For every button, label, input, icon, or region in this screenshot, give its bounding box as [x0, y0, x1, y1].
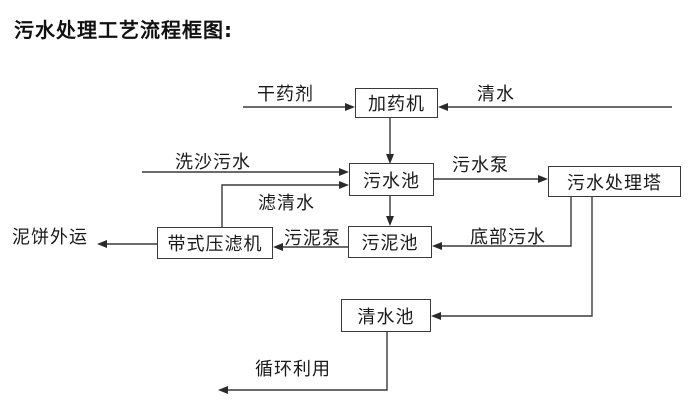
label-filtered-water: 滤清水: [258, 193, 315, 214]
edge-filtered-water: [221, 181, 349, 227]
edge-dosing-to-sewage-pool: [386, 118, 394, 164]
label-sludge-pump: 污泥泵: [284, 228, 341, 249]
edge-tower-to-clear-water-pool: [431, 197, 593, 320]
edge-clear-water: [438, 103, 672, 111]
label-sewage-pump: 污水泵: [452, 155, 509, 176]
edge-mud-cake-out: [97, 240, 157, 248]
page-title: 污水处理工艺流程框图:: [14, 18, 233, 42]
node-sewage-pool: 污水池: [349, 163, 434, 196]
label-dry-agent: 干药剂: [257, 84, 314, 105]
label-bottom-sewage: 底部污水: [470, 227, 546, 248]
node-sludge-pool: 污泥池: [348, 226, 432, 258]
label-sand-washing-sewage: 洗沙污水: [175, 152, 251, 173]
node-treatment-tower: 污水处理塔: [548, 166, 681, 197]
edge-dry-agent: [243, 103, 355, 111]
edge-sand-washing-sewage: [142, 168, 349, 176]
label-mud-cake-out: 泥饼外运: [12, 227, 88, 248]
node-clear-water-pool: 清水池: [341, 299, 431, 332]
node-dosing-machine: 加药机: [355, 88, 438, 118]
edge-sewage-pump: [434, 175, 548, 183]
edge-sludge-pump: [273, 243, 348, 251]
node-belt-filter-press: 带式压滤机: [157, 227, 273, 259]
edge-sewage-pool-to-sludge-pool: [386, 196, 394, 226]
edge-bottom-sewage: [432, 197, 572, 250]
label-clear-water: 清水: [477, 84, 515, 105]
label-recycle-use: 循环利用: [255, 359, 331, 380]
edge-recycle-use: [218, 332, 388, 394]
